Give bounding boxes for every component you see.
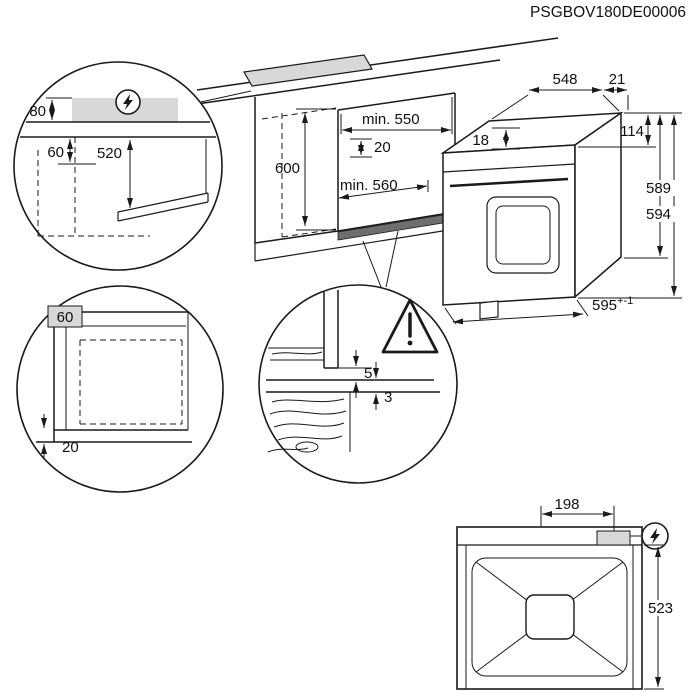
document-code: PSGBOV180DE00006 [530,4,686,21]
dim-label-connection-offset: 198 [554,496,579,513]
dim-label-niche-width: min. 550 [362,111,420,128]
dim-label-height-b: 594 [646,206,671,223]
oven-door-window-inner [495,205,551,265]
dim-plan-depth: 523 [644,544,680,690]
detail-clearance-section: 5 3 [258,284,458,484]
lightning-bolt-icon [115,89,141,115]
dim-hob-clearance: 20 [350,138,391,158]
detail-circle-power [13,61,223,271]
dim-label-hob-clearance: 20 [374,139,391,156]
dim-niche-depth: min. 560 [337,177,429,205]
detail-corner-top-view: 60 20 [16,285,224,493]
dim-niche-height: 600 [275,108,336,231]
dim-label-height-a: 589 [646,180,671,197]
main-isometric-view: 600 min. 550 20 min. 560 [196,37,559,288]
dim-niche-width: min. 550 [340,97,453,134]
dim-label-drop: 520 [97,145,122,162]
dim-label-oven-width-value: 595 [592,297,617,314]
dim-label-niche-height: 600 [275,160,300,177]
leader-power-detail [200,90,252,103]
dim-label-zone-height: 80 [29,103,46,120]
detail-circle-corner [16,285,224,493]
leader-clearance-detail [385,230,399,288]
plan-center-block [525,594,575,640]
warning-triangle-icon [381,298,439,354]
dim-label-plan-depth: 523 [648,600,673,617]
oven-control-panel-line [442,163,576,173]
dim-label-oven-depth: 548 [552,71,577,88]
plan-cavity-outline [471,557,628,677]
dim-label-front-strip: 60 [57,309,74,326]
dim-connection-offset: 198 [540,496,615,531]
leader-clearance-detail [362,240,382,288]
dim-label-side-offset: 60 [47,144,64,161]
oven-front-face [442,144,576,306]
oven-isometric: 548 21 18 114 589 594 [440,71,682,325]
dim-label-oven-width-tolerance: +-1 [617,295,633,307]
oven-foot [479,300,499,320]
plan-connection-zone-shade [596,530,631,546]
dim-label-lower-gap: 3 [384,389,392,406]
dim-oven-width: 595+-1 [444,295,633,325]
dim-label-niche-depth: min. 560 [340,177,398,194]
detail-power-connection: 80 60 520 [13,61,223,271]
dim-label-oven-width: 595+-1 [592,295,633,314]
corner-strip-shade [47,305,83,328]
hob-cutout-shade [243,54,373,87]
dim-label-top-edge: 18 [472,132,489,149]
dim-label-edge-gap: 20 [62,439,79,456]
dim-top-edge: 18 [472,127,520,150]
oven-door-window [486,196,560,274]
dim-label-upper-gap: 5 [364,365,372,382]
dim-label-rear-height: 114 [620,123,644,140]
dim-oven-depth: 548 21 [491,71,629,120]
oven-side-face [574,111,622,299]
plan-view: 198 523 [456,496,680,690]
dim-right-heights: 114 589 594 [578,112,682,299]
dim-label-rear-gap: 21 [609,71,626,88]
wood-grain [267,351,347,453]
oven-door-handle [449,177,569,188]
detail-circle-clearance [258,284,458,484]
